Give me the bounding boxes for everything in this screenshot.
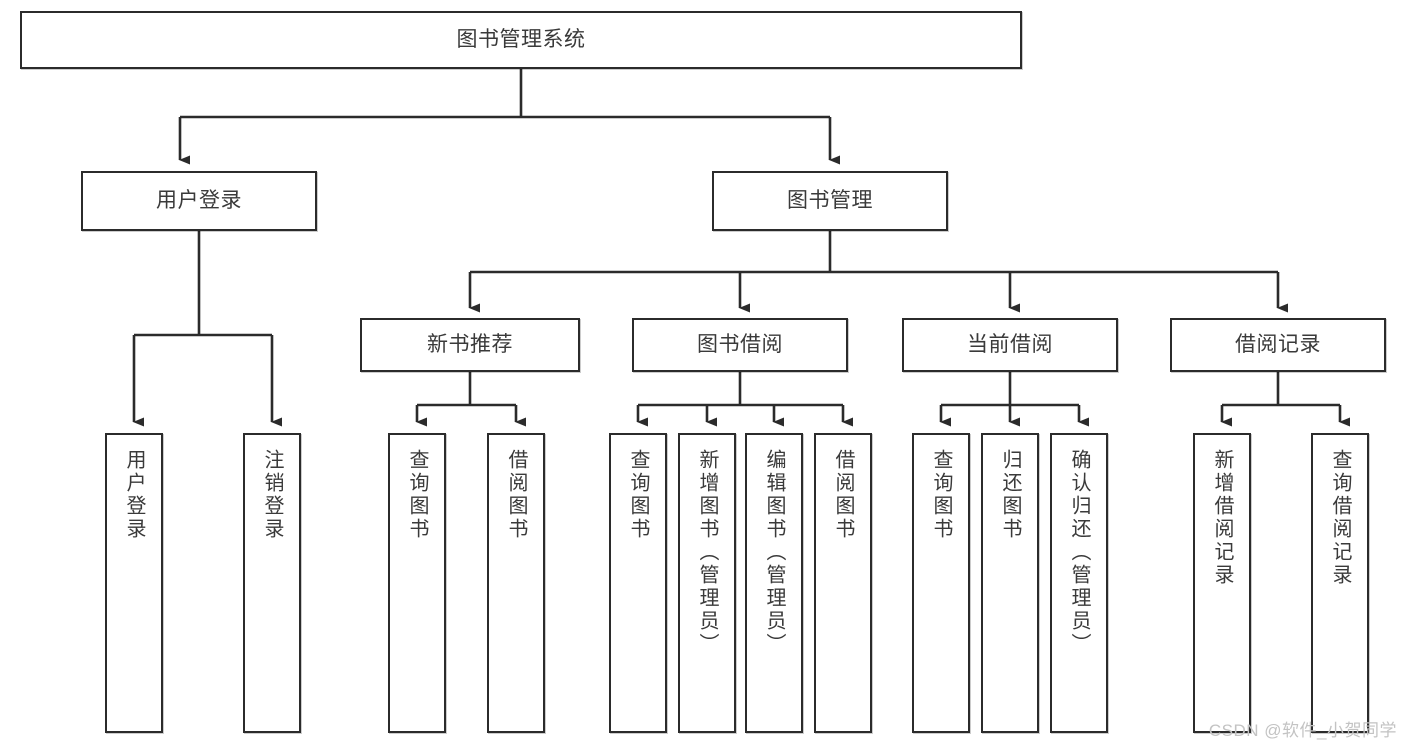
node-label: 新增借阅记录: [1211, 449, 1233, 587]
leaf-new-book-query[interactable]: 查询图书: [388, 433, 446, 733]
node-label: 借阅记录: [1235, 332, 1321, 356]
leaf-user-login-signin[interactable]: 用户登录: [105, 433, 163, 733]
node-label: 新增图书（管理员）: [696, 449, 718, 656]
node-current-borrow[interactable]: 当前借阅: [902, 318, 1118, 372]
node-label: 新书推荐: [427, 332, 513, 356]
leaf-current-return-book[interactable]: 归还图书: [981, 433, 1039, 733]
node-label: 查询图书: [930, 449, 952, 541]
leaf-current-confirm-return-admin[interactable]: 确认归还（管理员）: [1050, 433, 1108, 733]
node-label: 确认归还（管理员）: [1068, 449, 1090, 656]
leaf-borrow-add-book-admin[interactable]: 新增图书（管理员）: [678, 433, 736, 733]
leaf-borrow-borrow-book[interactable]: 借阅图书: [814, 433, 872, 733]
node-root-library-system[interactable]: 图书管理系统: [20, 11, 1022, 69]
node-label: 图书管理系统: [456, 27, 586, 51]
node-label: 借阅图书: [505, 449, 527, 541]
node-label: 图书借阅: [697, 332, 783, 356]
leaf-record-add[interactable]: 新增借阅记录: [1193, 433, 1251, 733]
leaf-new-book-borrow[interactable]: 借阅图书: [487, 433, 545, 733]
node-label: 查询图书: [406, 449, 428, 541]
node-label: 用户登录: [156, 188, 242, 212]
leaf-current-query-book[interactable]: 查询图书: [912, 433, 970, 733]
node-label: 归还图书: [999, 449, 1021, 541]
leaf-user-login-signout[interactable]: 注销登录: [243, 433, 301, 733]
node-book-borrow[interactable]: 图书借阅: [632, 318, 848, 372]
node-borrow-record[interactable]: 借阅记录: [1170, 318, 1386, 372]
leaf-record-query[interactable]: 查询借阅记录: [1311, 433, 1369, 733]
node-label: 查询借阅记录: [1329, 449, 1351, 587]
node-label: 用户登录: [123, 449, 145, 541]
node-user-login[interactable]: 用户登录: [81, 171, 317, 231]
node-label: 图书管理: [787, 188, 873, 212]
node-label: 查询图书: [627, 449, 649, 541]
node-label: 借阅图书: [832, 449, 854, 541]
node-new-book-recommend[interactable]: 新书推荐: [360, 318, 580, 372]
leaf-borrow-query-book[interactable]: 查询图书: [609, 433, 667, 733]
node-book-management[interactable]: 图书管理: [712, 171, 948, 231]
node-label: 注销登录: [261, 449, 283, 541]
leaf-borrow-edit-book-admin[interactable]: 编辑图书（管理员）: [745, 433, 803, 733]
node-label: 当前借阅: [967, 332, 1053, 356]
node-label: 编辑图书（管理员）: [763, 449, 785, 656]
